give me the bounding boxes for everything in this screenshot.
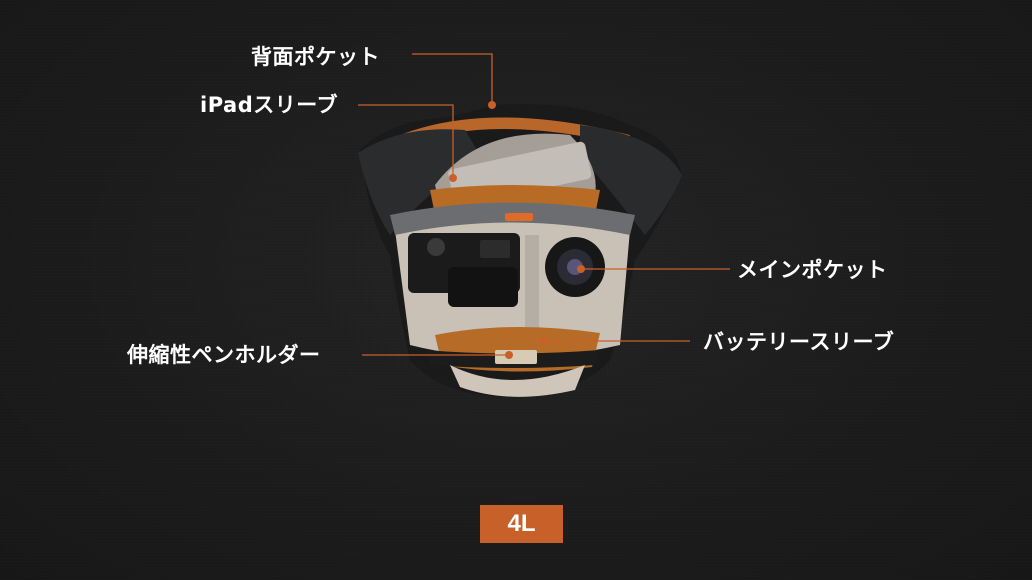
capacity-badge: 4L	[480, 505, 563, 543]
dot-pen-holder	[505, 351, 513, 359]
product-image	[358, 104, 682, 398]
label-pen-holder: 伸縮性ペンホルダー	[127, 343, 321, 367]
dot-back-pocket	[488, 101, 496, 109]
dot-main-pocket	[577, 265, 585, 273]
label-main-pocket: メインポケット	[737, 258, 888, 282]
dot-ipad-sleeve	[449, 174, 457, 182]
label-back-pocket: 背面ポケット	[251, 45, 380, 69]
label-ipad-sleeve: iPadスリーブ	[200, 93, 338, 117]
dot-battery-sleeve	[540, 337, 548, 345]
label-battery-sleeve: バッテリースリーブ	[703, 330, 895, 354]
